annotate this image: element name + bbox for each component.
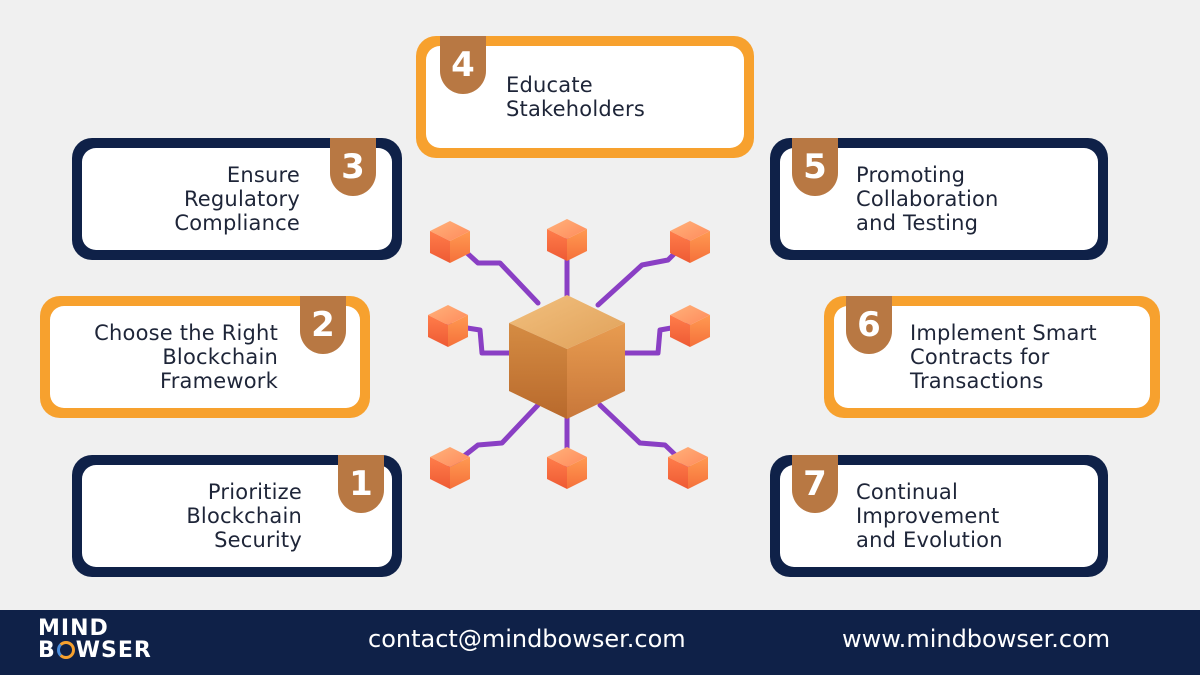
small-cube-4	[428, 305, 468, 347]
step-card-7: 7 Continual Improvement and Evolution	[770, 455, 1108, 577]
small-cube-2	[547, 219, 587, 261]
step-number-badge-2: 2	[300, 296, 346, 354]
step-number-badge-3: 3	[330, 138, 376, 196]
step-label-4: Educate Stakeholders	[506, 73, 645, 121]
step-label-5: Promoting Collaboration and Testing	[856, 163, 999, 235]
step-card-4: 4 Educate Stakeholders	[416, 36, 754, 158]
step-number-badge-6: 6	[846, 296, 892, 354]
step-card-1: 1 Prioritize Blockchain Security	[72, 455, 402, 577]
step-card-6: 6 Implement Smart Contracts for Transact…	[824, 296, 1160, 418]
blockchain-hub-svg	[428, 219, 710, 489]
step-number-badge-5: 5	[792, 138, 838, 196]
website-link[interactable]: www.mindbowser.com	[842, 625, 1111, 653]
central-cube	[509, 295, 625, 419]
small-cube-7	[547, 447, 587, 489]
small-cube-3	[670, 221, 710, 263]
small-cube-8	[668, 447, 708, 489]
step-label-3: Ensure Regulatory Compliance	[174, 163, 300, 235]
step-label-1: Prioritize Blockchain Security	[186, 480, 302, 552]
small-cube-1	[430, 221, 470, 263]
step-number-badge-4: 4	[440, 36, 486, 94]
blockchain-network-icon	[420, 205, 720, 505]
logo-o-icon	[56, 641, 75, 659]
step-card-2: 2 Choose the Right Blockchain Framework	[40, 296, 370, 418]
small-cube-6	[430, 447, 470, 489]
step-label-2: Choose the Right Blockchain Framework	[94, 321, 278, 393]
step-card-5: 5 Promoting Collaboration and Testing	[770, 138, 1108, 260]
step-label-6: Implement Smart Contracts for Transactio…	[910, 321, 1097, 393]
small-cube-5	[670, 305, 710, 347]
contact-email-link[interactable]: contact@mindbowser.com	[368, 625, 686, 653]
step-card-3: 3 Ensure Regulatory Compliance	[72, 138, 402, 260]
step-number-badge-1: 1	[338, 455, 384, 513]
step-label-7: Continual Improvement and Evolution	[856, 480, 1003, 552]
step-number-badge-7: 7	[792, 455, 838, 513]
